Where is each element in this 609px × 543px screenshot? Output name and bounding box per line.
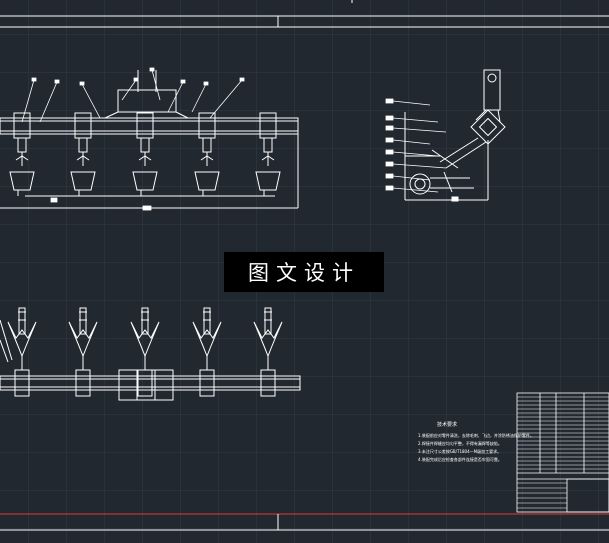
balloon-marker [385, 173, 394, 179]
leader-line [121, 79, 137, 101]
technical-note-item: 4.装配完成后应检查各部件连接是否牢固可靠。 [418, 457, 502, 462]
balloon-marker [79, 81, 85, 86]
leader-line [21, 79, 35, 123]
side-view-leaders [385, 98, 447, 193]
balloon-marker [31, 77, 37, 82]
side-view [404, 69, 506, 202]
balloon-marker [180, 79, 186, 84]
leader-line [151, 69, 161, 101]
leader-line [81, 83, 101, 119]
leader-line [392, 175, 431, 181]
leader-line [209, 79, 243, 119]
leader-line [191, 83, 207, 113]
technical-notes-list: 1.装配前应对零件清洗，去除毛刺、飞边，并涂防锈油保护零件。 2.焊接件焊缝应均… [418, 432, 534, 464]
cultivator-unit [9, 112, 35, 196]
leader-line [392, 139, 431, 145]
balloon-marker [385, 125, 394, 131]
cultivator-unit [255, 112, 281, 196]
leader-line [39, 81, 58, 123]
leader-line [392, 100, 431, 106]
plan-view-units [7, 307, 283, 397]
shovel-unit [130, 307, 160, 397]
balloon-marker [385, 185, 394, 191]
shovel-unit [192, 307, 222, 397]
balloon-marker [385, 98, 394, 104]
balloon-marker [385, 161, 394, 167]
leader-line [392, 151, 439, 157]
technical-note-item: 3.未注尺寸公差按GB/T1804—M级加工要求。 [418, 449, 502, 454]
plan-view-bottom [0, 319, 301, 401]
cultivator-unit [194, 112, 220, 196]
balloon-marker [385, 115, 394, 121]
cultivator-unit [70, 112, 96, 196]
balloon-marker [149, 67, 155, 72]
watermark-label: 图文设计 [224, 252, 384, 292]
cultivator-unit [132, 112, 158, 196]
balloon-marker [385, 137, 394, 143]
leader-line [392, 163, 447, 169]
technical-note-item: 2.焊接件焊缝应均匀平整，不得有漏焊等缺陷。 [418, 441, 502, 446]
leader-line [167, 81, 184, 113]
shovel-unit [68, 307, 98, 397]
balloon-marker [54, 79, 60, 84]
front-view-top-units [9, 112, 281, 196]
balloon-marker [239, 77, 245, 82]
shovel-unit [253, 307, 283, 397]
dimension-marker [142, 205, 152, 211]
leader-line [392, 127, 447, 133]
dimension-marker [50, 197, 58, 203]
shovel-unit [7, 307, 37, 397]
balloon-marker [203, 81, 209, 86]
front-view-top-leaders [21, 67, 245, 211]
technical-notes-title: 技术要求 [437, 422, 458, 428]
drawing-frame [0, 0, 609, 531]
parts-list-rows [517, 396, 609, 509]
balloon-marker [133, 77, 139, 82]
technical-note-item: 1.装配前应对零件清洗，去除毛刺、飞边，并涂防锈油保护零件。 [418, 433, 534, 438]
leader-line [392, 117, 439, 123]
leader-line [392, 187, 439, 193]
balloon-marker [385, 149, 394, 155]
